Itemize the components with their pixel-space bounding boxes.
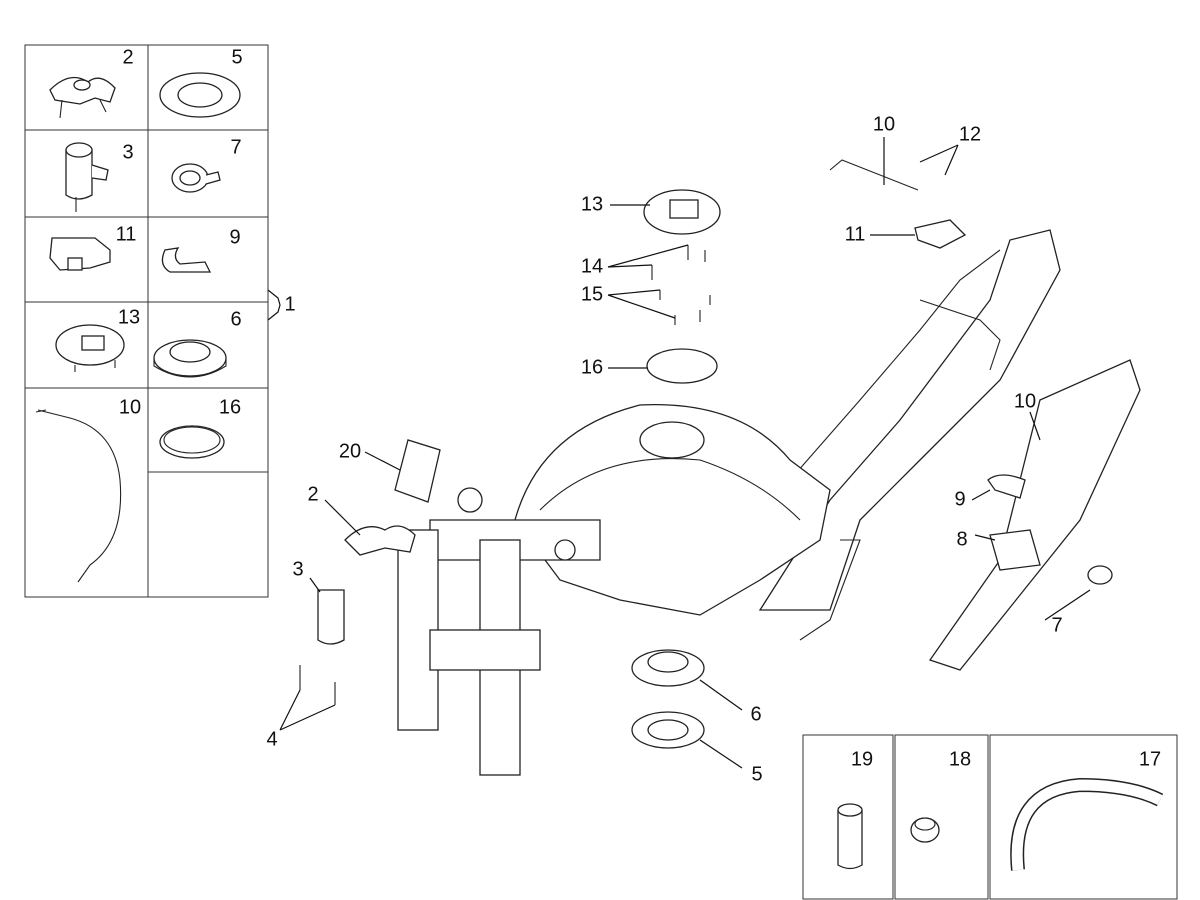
kit-part-filler-ring: [153, 339, 227, 378]
kit-part-lock-cylinder: [65, 142, 109, 212]
fuel-cap: [643, 189, 721, 235]
callout-15: 15: [581, 283, 603, 305]
cap-bolts: [651, 245, 711, 325]
callout-13: 13: [581, 193, 603, 215]
bracket: [989, 529, 1041, 571]
leader-lines: [279, 137, 1091, 769]
filler-ring: [631, 649, 705, 687]
callout-20: 20: [339, 440, 361, 462]
callout-14: 14: [581, 255, 603, 277]
kit-label-9: 9: [229, 226, 240, 248]
callout-12: 12: [959, 123, 981, 145]
accessory-box-19: 19: [802, 734, 894, 900]
callout-5: 5: [751, 763, 762, 785]
callout-4: 4: [266, 728, 277, 750]
callout-10-cable: 10: [873, 113, 895, 135]
kit-bracket: [267, 289, 281, 321]
clip: [987, 474, 1026, 499]
o-ring: [646, 348, 718, 384]
callout-16: 16: [581, 356, 603, 378]
callout-6: 6: [750, 703, 761, 725]
kit-label-3: 3: [122, 141, 133, 163]
callout-17: 17: [1139, 748, 1161, 770]
lock-bracket: [914, 219, 967, 249]
callout-3: 3: [292, 558, 303, 580]
accessory-box-18: 18: [894, 734, 989, 900]
screws: [299, 665, 336, 705]
callout-10-right: 10: [1014, 390, 1036, 412]
gasket: [631, 711, 705, 749]
callout-9: 9: [954, 488, 965, 510]
kit-part-fuel-cap: [55, 324, 125, 372]
kit-label-6: 6: [230, 308, 241, 330]
front-fork: [397, 487, 601, 776]
kit-part-lock-bracket: [49, 237, 111, 271]
callout-18: 18: [949, 748, 971, 770]
callout-7: 7: [1051, 614, 1062, 636]
kit-panel: 2 5 3 7 11 9 13 6 10 16 1: [24, 44, 296, 598]
kit-label-13: 13: [118, 306, 140, 328]
kit-label-16: 16: [219, 396, 241, 418]
callout-8: 8: [956, 528, 967, 550]
seat-lock: [1087, 565, 1113, 585]
kit-part-cable: [35, 409, 122, 583]
accessory-box-17: 17: [989, 734, 1178, 900]
lock-cylinder: [317, 589, 345, 645]
ignition-switch: [344, 525, 416, 556]
frame: [758, 229, 1061, 641]
kit-label-10: 10: [119, 396, 141, 418]
kit-panel-frame: [24, 44, 269, 598]
kit-label-2: 2: [122, 46, 133, 68]
kit-part-seat-lock: [171, 163, 221, 193]
kit-label-5: 5: [231, 46, 242, 68]
callout-11: 11: [845, 223, 866, 245]
kit-label-7: 7: [230, 136, 241, 158]
side-panel: [928, 359, 1141, 671]
kit-part-clip: [161, 247, 212, 273]
key-tag: [394, 439, 441, 503]
main-parts: [299, 159, 1141, 776]
fuel-tank: [514, 403, 831, 616]
kit-part-gasket: [159, 72, 241, 118]
kit-label-11: 11: [116, 223, 137, 245]
kit-part-o-ring: [159, 425, 225, 459]
kit-number-label: 1: [284, 293, 295, 315]
callout-2: 2: [307, 483, 318, 505]
kit-part-ignition-switch: [49, 76, 116, 119]
release-cable: [829, 159, 919, 191]
callouts: 10 12 13 11 14 15 16 20 2 3 4 6 5 10 9 8…: [266, 113, 1062, 785]
callout-19: 19: [851, 748, 873, 770]
